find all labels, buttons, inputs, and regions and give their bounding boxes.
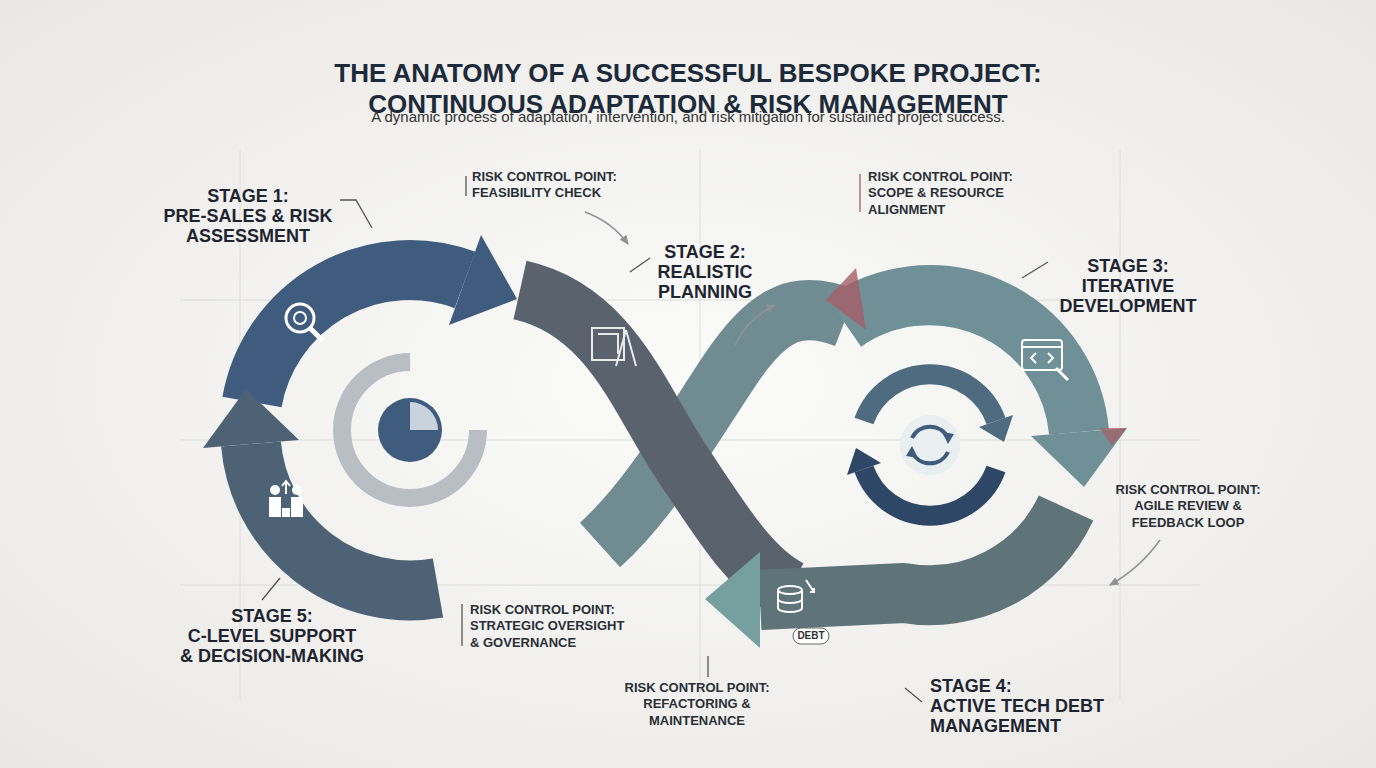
pie-icon — [342, 362, 478, 498]
database-icon — [778, 580, 829, 644]
stage-2-band — [520, 290, 790, 590]
label-box: STAGE 3: ITERATIVE DEVELOPMENT — [1059, 256, 1196, 316]
stage-label: STAGE 4: ACTIVE TECH DEBT MANAGEMENT — [930, 676, 1104, 736]
label-box: STAGE 2: REALISTIC PLANNING — [657, 242, 752, 302]
risk-label: RISK CONTROL POINT: SCOPE & RESOURCE ALI… — [868, 169, 1013, 218]
label-box: STAGE 4: ACTIVE TECH DEBT MANAGEMENT — [930, 676, 1104, 736]
band-heads — [203, 235, 1127, 648]
label-box: RISK CONTROL POINT: STRATEGIC OVERSIGHT … — [470, 602, 624, 651]
risk-label: RISK CONTROL POINT: STRATEGIC OVERSIGHT … — [470, 602, 624, 651]
risk-label: RISK CONTROL POINT: REFACTORING & MAINTE… — [625, 680, 770, 729]
label-box: STAGE 1: PRE-SALES & RISK ASSESSMENT — [163, 186, 332, 246]
caption: A dynamic process of adaptation, interve… — [371, 108, 1005, 126]
stage-3-band — [844, 295, 1079, 432]
people-icon — [269, 481, 303, 517]
risk-label: RISK CONTROL POINT: AGILE REVIEW & FEEDB… — [1116, 482, 1261, 531]
label-box: A dynamic process of adaptation, interve… — [371, 108, 1005, 126]
stage-label: STAGE 3: ITERATIVE DEVELOPMENT — [1059, 256, 1196, 316]
flow-arrows — [585, 212, 1160, 585]
risk-label: RISK CONTROL POINT: FEASIBILITY CHECK — [472, 169, 617, 202]
sync-icon — [847, 374, 1013, 515]
label-box: RISK CONTROL POINT: SCOPE & RESOURCE ALI… — [868, 169, 1013, 218]
cycle-bands — [251, 270, 1079, 600]
label-box: RISK CONTROL POINT: AGILE REVIEW & FEEDB… — [1116, 482, 1261, 531]
code-icon — [1022, 340, 1068, 380]
blueprint-icon — [592, 328, 636, 366]
stage-label: STAGE 1: PRE-SALES & RISK ASSESSMENT — [163, 186, 332, 246]
stage-label: STAGE 5: C-LEVEL SUPPORT & DECISION-MAKI… — [180, 606, 364, 666]
grid-lines — [180, 150, 1200, 700]
label-box: RISK CONTROL POINT: REFACTORING & MAINTE… — [625, 680, 770, 729]
label-box: RISK CONTROL POINT: FEASIBILITY CHECK — [472, 169, 617, 202]
stage-label: STAGE 2: REALISTIC PLANNING — [657, 242, 752, 302]
icon-label: DEBT — [797, 630, 824, 642]
label-box: DEBT — [797, 630, 824, 642]
magnifier-icon — [286, 304, 323, 341]
label-box: STAGE 5: C-LEVEL SUPPORT & DECISION-MAKI… — [180, 606, 364, 666]
leader-lines — [262, 174, 1048, 702]
